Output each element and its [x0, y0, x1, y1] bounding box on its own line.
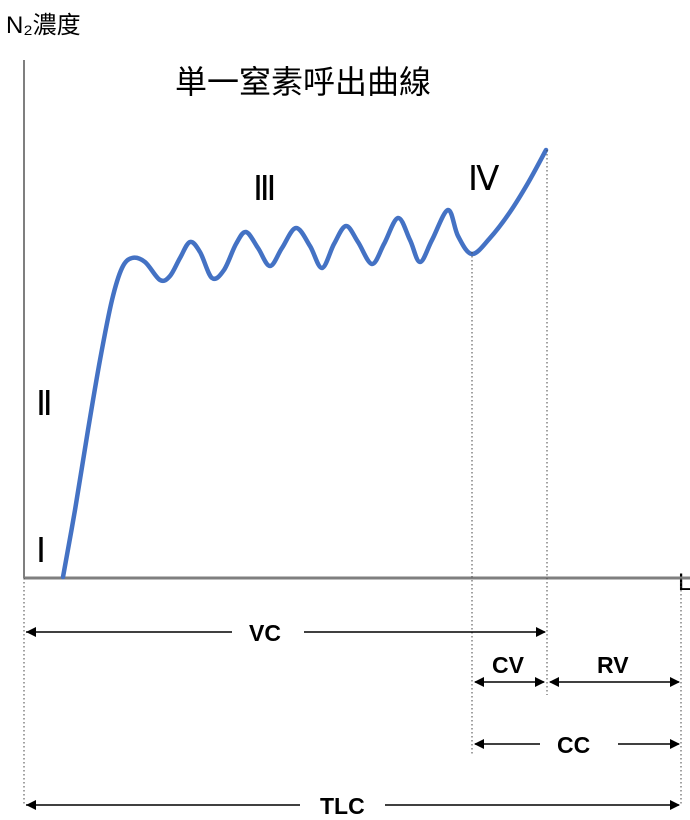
phase-3-label: Ⅲ — [253, 171, 276, 208]
nitrogen-curve — [60, 147, 549, 580]
vc-arrow — [26, 627, 546, 637]
rv-label: RV — [597, 652, 629, 678]
cc-label: CC — [557, 732, 590, 758]
rv-arrow — [549, 677, 680, 687]
phase-1-label: Ⅰ — [36, 533, 46, 570]
phase-2-label: Ⅱ — [36, 386, 53, 423]
cv-label: CV — [492, 652, 525, 678]
cv-arrow — [474, 677, 545, 687]
tlc-label: TLC — [320, 793, 365, 819]
vc-label: VC — [249, 620, 281, 646]
cc-arrow — [474, 739, 680, 749]
phase-4-label: Ⅳ — [468, 161, 500, 198]
diagram-title: 単一窒素呼出曲線 — [175, 64, 431, 100]
x-axis-unit-label: L — [678, 569, 690, 596]
tlc-arrow — [26, 800, 680, 810]
y-axis-label: N₂濃度 — [6, 12, 81, 39]
